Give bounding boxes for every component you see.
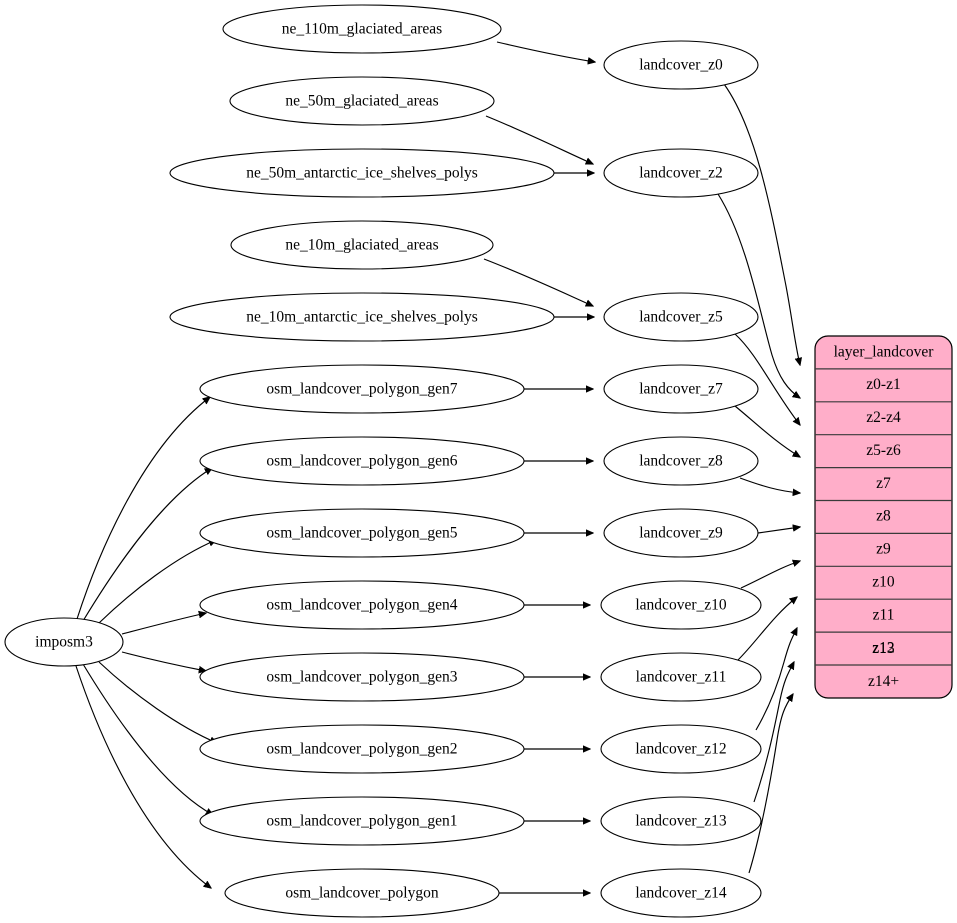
node-landcover-z14[interactable]: landcover_z14 (600, 868, 762, 918)
node-landcover-z2[interactable]: landcover_z2 (603, 148, 759, 198)
edge-ne110m-to-z0 (496, 41, 595, 62)
node-ne-10m-glaciated-areas[interactable]: ne_10m_glaciated_areas (230, 220, 494, 270)
node-landcover-z7[interactable]: landcover_z7 (603, 364, 759, 414)
node-osm-landcover-polygon-gen6[interactable]: osm_landcover_polygon_gen6 (199, 436, 525, 486)
edge-imposm3-to-gen5 (98, 540, 216, 624)
edge-z12-to-row-z12 (755, 628, 797, 731)
node-osm-landcover-polygon-gen3[interactable]: osm_landcover_polygon_gen3 (199, 652, 525, 702)
node-osm-landcover-polygon-gen2[interactable]: osm_landcover_polygon_gen2 (199, 724, 525, 774)
edge-ne10m-glac-to-z5 (483, 258, 593, 306)
layer-nodes-layer: landcover_z0 landcover_z2 landcover_z5 l… (600, 40, 762, 918)
node-osm-landcover-polygon-gen7[interactable]: osm_landcover_polygon_gen7 (199, 364, 525, 414)
edge-imposm3-to-gen3 (121, 651, 206, 671)
node-landcover-z11[interactable]: landcover_z11 (600, 652, 762, 702)
edge-imposm3-to-gen2 (98, 661, 217, 743)
node-landcover-z12[interactable]: landcover_z12 (600, 724, 762, 774)
node-imposm3[interactable]: imposm3 (4, 617, 124, 667)
edge-z2-to-row-z2z4 (717, 193, 800, 398)
edge-z7-to-row-z7 (734, 405, 800, 457)
edge-z14-to-row-z14plus (748, 694, 793, 874)
node-landcover-z5[interactable]: landcover_z5 (603, 292, 759, 342)
edge-z0-to-row-z0z1 (723, 83, 800, 365)
edge-imposm3-to-gen6 (82, 468, 212, 622)
edge-imposm3-to-gen4 (121, 613, 206, 635)
node-landcover-z13[interactable]: landcover_z13 (600, 796, 762, 846)
node-landcover-z8[interactable]: landcover_z8 (603, 436, 759, 486)
edge-z10-to-row-z10 (740, 561, 800, 589)
node-ne-10m-antarctic-ice-shelves-polys[interactable]: ne_10m_antarctic_ice_shelves_polys (169, 292, 555, 342)
node-landcover-z10[interactable]: landcover_z10 (600, 580, 762, 630)
edge-z9-to-row-z9 (757, 527, 800, 534)
node-landcover-z9[interactable]: landcover_z9 (603, 508, 759, 558)
edge-z8-to-row-z8 (739, 477, 800, 493)
edge-imposm3-to-gen1 (82, 663, 213, 815)
node-osm-landcover-polygon-gen5[interactable]: osm_landcover_polygon_gen5 (199, 508, 525, 558)
node-osm-landcover-polygon-gen1[interactable]: osm_landcover_polygon_gen1 (199, 796, 525, 846)
edge-imposm3-to-gen7 (76, 397, 210, 620)
node-osm-landcover-polygon-gen4[interactable]: osm_landcover_polygon_gen4 (199, 580, 525, 630)
node-ne-50m-glaciated-areas[interactable]: ne_50m_glaciated_areas (229, 76, 495, 126)
edge-ne50m-glac-to-z2 (485, 115, 593, 164)
node-ne-50m-antarctic-ice-shelves-polys[interactable]: ne_50m_antarctic_ice_shelves_polys (169, 148, 555, 198)
edge-z5-to-row-z5z6 (734, 333, 800, 425)
edge-z11-to-row-z11 (737, 597, 797, 661)
edge-imposm3-to-polygon (75, 665, 211, 888)
source-nodes-layer: imposm3 ne_110m_glaciated_areas ne_50m_g… (4, 4, 555, 918)
node-landcover-z0[interactable]: landcover_z0 (603, 40, 759, 90)
layer-landcover-table-body (814, 335, 953, 699)
edge-z13-to-row-z13 (753, 662, 794, 803)
node-ne-110m-glaciated-areas[interactable]: ne_110m_glaciated_areas (222, 4, 502, 54)
edges-layer (75, 41, 800, 893)
layer-landcover-table[interactable]: layer_landcover z0-z1 z2-z4 z5-z6 z7 z8 … (814, 335, 953, 699)
node-osm-landcover-polygon[interactable]: osm_landcover_polygon (224, 868, 500, 918)
